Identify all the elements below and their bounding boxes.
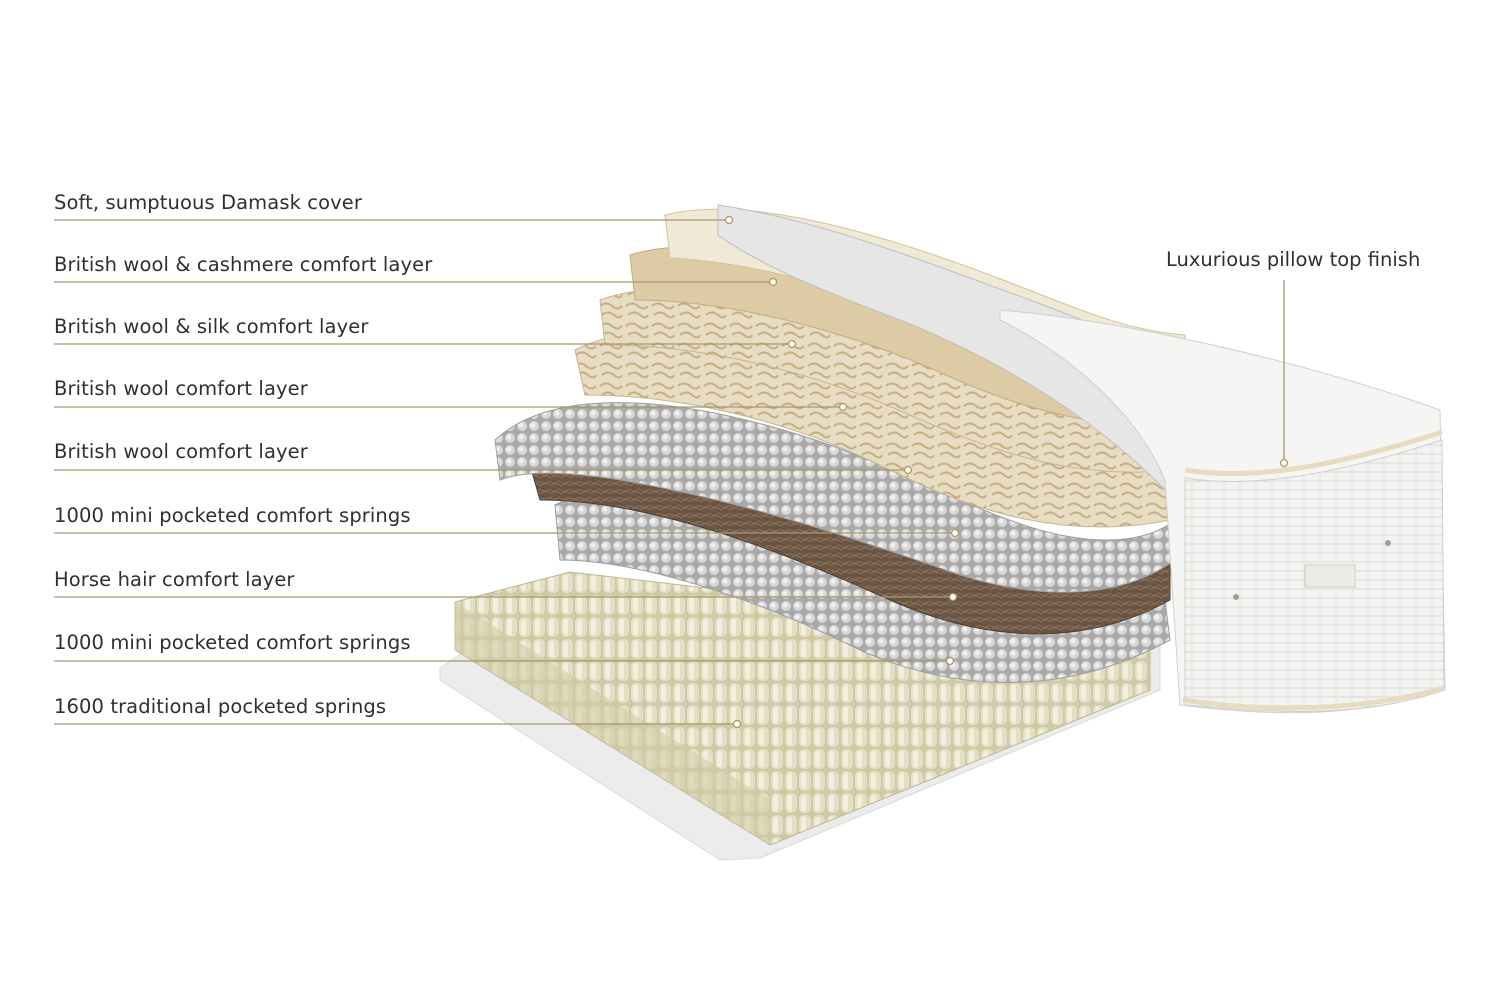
- label-pillow-top: Luxurious pillow top finish: [1166, 248, 1421, 271]
- label-pocketed-springs: 1600 traditional pocketed springs: [54, 695, 387, 718]
- label-wool-cashmere-layer: British wool & cashmere comfort layer: [54, 253, 433, 276]
- label-wool-layer-2: British wool comfort layer: [54, 440, 308, 463]
- label-mini-springs-lower: 1000 mini pocketed comfort springs: [54, 631, 411, 654]
- label-wool-silk-layer: British wool & silk comfort layer: [54, 315, 369, 338]
- label-horse-hair-layer: Horse hair comfort layer: [54, 568, 295, 591]
- label-wool-layer-1: British wool comfort layer: [54, 377, 308, 400]
- label-mini-springs-upper: 1000 mini pocketed comfort springs: [54, 504, 411, 527]
- leader-dots: [724, 215, 1289, 729]
- label-damask-cover: Soft, sumptuous Damask cover: [54, 191, 362, 214]
- leader-lines: [54, 219, 1285, 725]
